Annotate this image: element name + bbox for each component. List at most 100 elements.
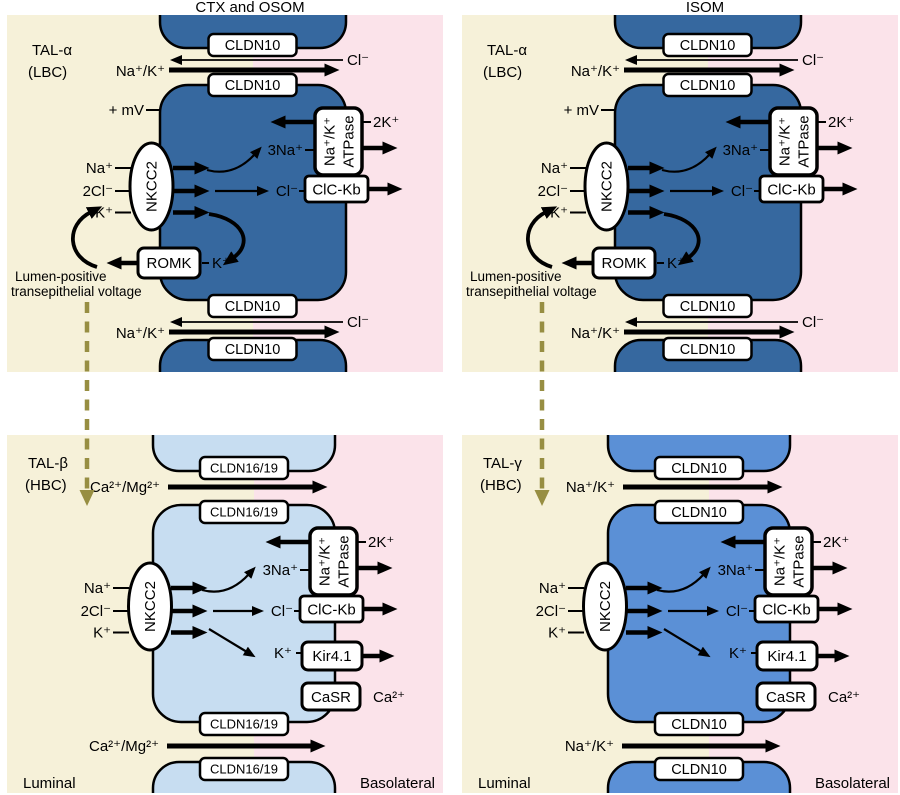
na3-label: 3Na⁺ — [268, 142, 303, 159]
k-recycle-down-arrow — [663, 212, 701, 266]
atpase-label-2: ATPase — [796, 115, 813, 167]
cell-subtype-label: (LBC) — [28, 64, 67, 81]
atpase-label-1: Na⁺/K⁺ — [322, 117, 339, 166]
cldn1619-label: CLDN16/19 — [210, 762, 278, 777]
nak-label: Na⁺/K⁺ — [566, 479, 615, 496]
cl-label: Cl⁻ — [802, 314, 824, 331]
cl-label: Cl⁻ — [271, 603, 293, 620]
cldn10-label: CLDN10 — [680, 342, 736, 358]
cldn1619-label: CLDN16/19 — [210, 461, 278, 476]
k-label: K⁺ — [212, 255, 230, 272]
cldn10-label: CLDN10 — [225, 38, 281, 54]
nak-label: Na⁺/K⁺ — [116, 63, 165, 80]
cldn10-label: CLDN10 — [680, 299, 736, 315]
na-label: Na⁺ — [84, 580, 111, 597]
ca-label: Ca²⁺ — [828, 689, 860, 706]
k-label: K⁺ — [274, 645, 292, 662]
casr-label: CaSR — [311, 689, 351, 706]
nkcc2-label: NKCC2 — [597, 581, 614, 632]
na3-label: 3Na⁺ — [718, 562, 753, 579]
nak-label: Na⁺/K⁺ — [571, 63, 620, 80]
cldn1619-box — [198, 499, 290, 525]
nak-label: Na⁺/K⁺ — [565, 738, 614, 755]
nkcc2-label: NKCC2 — [144, 161, 161, 212]
cell-subtype-label: (HBC) — [480, 477, 522, 494]
cl-label: Cl⁻ — [347, 52, 369, 69]
cldn10-box — [662, 32, 753, 58]
ca-label: Ca²⁺ — [373, 689, 405, 706]
cldn10-box — [662, 336, 753, 362]
cl-label: Cl⁻ — [347, 314, 369, 331]
basolateral-label: Basolateral — [815, 775, 890, 792]
voltage-label: + mV — [564, 102, 599, 119]
cldn1619-box — [198, 455, 290, 481]
panel-tal-alpha-ctx: TAL-α (LBC) Cl⁻ Na⁺/K⁺ CLDN10 CLDN10 + m… — [7, 15, 443, 372]
cl-label: Cl⁻ — [276, 183, 298, 200]
voltage-note-line2: transepithelial voltage — [466, 284, 597, 299]
na-to-pump-arrow — [206, 146, 262, 173]
cell-type-label: TAL-α — [32, 42, 72, 59]
k-label: K⁺ — [548, 625, 566, 642]
cldn10-box — [207, 72, 298, 98]
na3-label: 3Na⁺ — [723, 142, 758, 159]
k-lumen-recycle-arrow — [71, 206, 103, 269]
cldn10-label: CLDN10 — [671, 717, 727, 733]
cldn10-label: CLDN10 — [671, 505, 727, 521]
cldn10-box — [662, 72, 753, 98]
k-recycle-down-arrow — [208, 212, 246, 266]
cldn1619-label: CLDN16/19 — [210, 717, 278, 732]
cldn10-label: CLDN10 — [680, 78, 736, 94]
cell-type-label: TAL-α — [487, 42, 527, 59]
cell-subtype-label: (HBC) — [25, 477, 67, 494]
panel-tal-alpha-isom: TAL-α (LBC) Cl⁻ Na⁺/K⁺ CLDN10 CLDN10 + m… — [462, 15, 898, 372]
cldn1619-label: CLDN16/19 — [210, 505, 278, 520]
na-label: Na⁺ — [86, 160, 113, 177]
k-label: K⁺ — [93, 625, 111, 642]
cldn10-box — [662, 293, 753, 319]
cl2-label: 2Cl⁻ — [538, 183, 568, 200]
clckb-label: ClC-Kb — [307, 602, 355, 619]
camg-label: Ca²⁺/Mg²⁺ — [90, 479, 160, 496]
k-to-kir-arrow — [663, 628, 711, 658]
nkcc2-transporter — [582, 561, 628, 652]
cldn10-box — [207, 32, 298, 58]
cldn10-box — [207, 336, 298, 362]
cldn1619-box — [198, 711, 290, 737]
cldn10-box — [653, 455, 745, 481]
k2-label: 2K⁺ — [373, 114, 399, 131]
voltage-label: + mV — [109, 102, 144, 119]
romk-label: ROMK — [147, 255, 192, 272]
cl2-label: 2Cl⁻ — [536, 603, 566, 620]
clckb-label: ClC-Kb — [767, 182, 815, 199]
k-label: K⁺ — [95, 205, 113, 222]
cell-type-label: TAL-γ — [483, 455, 522, 472]
k2-label: 2K⁺ — [368, 534, 394, 551]
cl-label: Cl⁻ — [802, 52, 824, 69]
cldn10-box — [207, 293, 298, 319]
atpase-label-2: ATPase — [341, 115, 358, 167]
voltage-note-line1: Lumen-positive — [15, 269, 107, 284]
cl2-label: 2Cl⁻ — [81, 603, 111, 620]
cl-label: Cl⁻ — [726, 603, 748, 620]
na-label: Na⁺ — [541, 160, 568, 177]
cell-type-label: TAL-β — [28, 455, 68, 472]
na3-label: 3Na⁺ — [263, 562, 298, 579]
panel-tal-beta: TAL-β (HBC) CLDN16/19 Ca²⁺/Mg²⁺ CLDN16/1… — [7, 435, 443, 793]
cldn10-box — [653, 756, 745, 782]
k-label: K⁺ — [729, 645, 747, 662]
atpase-label-2: ATPase — [336, 535, 353, 587]
cldn10-label: CLDN10 — [671, 762, 727, 778]
kir41-label: Kir4.1 — [767, 648, 806, 665]
casr-receptor — [755, 681, 817, 712]
atpase-label-1: Na⁺/K⁺ — [777, 117, 794, 166]
nkcc2-label: NKCC2 — [142, 581, 159, 632]
luminal-label: Luminal — [478, 775, 531, 792]
cldn10-label: CLDN10 — [225, 78, 281, 94]
nak-label: Na⁺/K⁺ — [116, 325, 165, 342]
atpase-label-1: Na⁺/K⁺ — [317, 537, 334, 586]
voltage-note-line2: transepithelial voltage — [11, 284, 142, 299]
k2-label: 2K⁺ — [828, 114, 854, 131]
k-label: K⁺ — [667, 255, 685, 272]
nkcc2-transporter — [128, 141, 175, 232]
atpase-label-2: ATPase — [791, 535, 808, 587]
